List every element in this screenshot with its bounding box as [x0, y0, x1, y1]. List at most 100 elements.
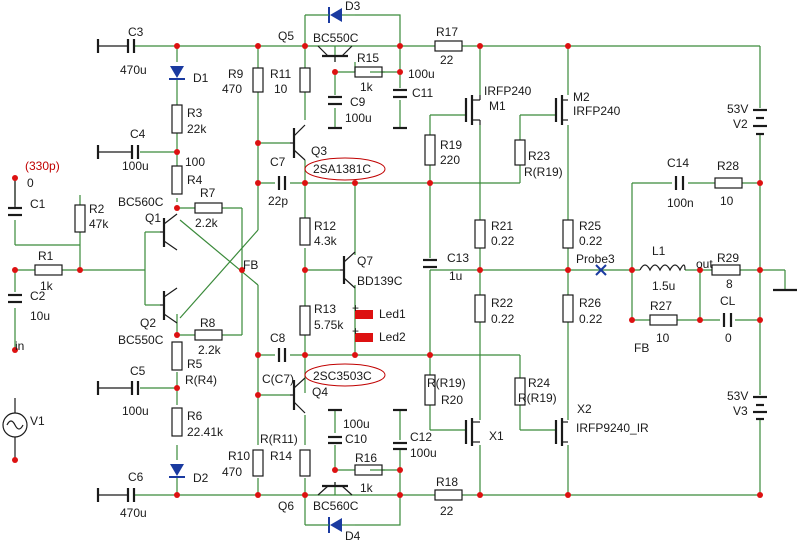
components: + +: [2, 7, 797, 533]
resistor-r7: [194, 202, 223, 214]
transistor-q4: [290, 377, 306, 414]
label-r2: R2: [89, 202, 105, 216]
label-cl-value: 0: [725, 331, 732, 345]
label-r2-value: 47k: [89, 217, 109, 231]
label-r14: R14: [270, 449, 292, 463]
label-r13: R13: [314, 302, 336, 316]
transistor-q1: [160, 213, 178, 251]
resistor-r22: [474, 294, 486, 323]
label-q2-type: BC550C: [118, 333, 164, 347]
capacitor-c10: [328, 408, 342, 445]
label-r12-value: 4.3k: [314, 234, 338, 248]
label-r24: R24: [528, 376, 550, 390]
label-r13-value: 5.75k: [314, 318, 344, 332]
label-c2: C2: [30, 289, 46, 303]
mosfet-x1: [464, 418, 480, 446]
capacitor-c13: [423, 258, 437, 269]
battery-v3: [753, 395, 767, 421]
label-q3: Q3: [311, 144, 327, 158]
resistor-r21: [474, 219, 486, 249]
mosfet-x2: [554, 418, 568, 446]
junction-dots: [12, 43, 763, 498]
label-r15: R15: [357, 51, 379, 65]
label-r23: R23: [528, 149, 550, 163]
resistor-r16: [354, 464, 383, 476]
label-led1: Led1: [379, 307, 406, 321]
label-c1-zero: 0: [27, 176, 34, 190]
label-r15-value: 1k: [360, 80, 374, 94]
battery-v2: [753, 108, 767, 136]
label-r21-value: 0.22: [491, 234, 515, 248]
label-v3-value: 53V: [727, 389, 748, 403]
wires: [14, 14, 786, 526]
label-r18-value: 22: [440, 504, 454, 518]
label-c2-value: 10u: [30, 309, 50, 323]
label-q5: Q5: [278, 29, 294, 43]
label-fb-bottom: FB: [634, 341, 649, 355]
label-r5-value: R(R4): [185, 373, 217, 387]
label-led2: Led2: [379, 330, 406, 344]
led-2: +: [352, 324, 373, 342]
label-c8-value: C(C7): [262, 372, 294, 386]
label-c12-value: 100u: [410, 446, 437, 460]
label-probe3: Probe3: [576, 252, 615, 266]
label-d2: D2: [193, 471, 209, 485]
label-v2: V2: [733, 117, 748, 131]
capacitor-c9: [328, 95, 342, 130]
svg-text:+: +: [352, 324, 359, 338]
mosfet-m2: [554, 95, 568, 125]
label-c5-value: 100u: [122, 404, 149, 418]
transistor-q6: [317, 482, 353, 496]
label-m1-type: IRFP240: [484, 84, 532, 98]
resistor-r18: [434, 489, 463, 501]
resistor-r14: [299, 449, 311, 477]
label-r16: R16: [355, 451, 377, 465]
label-l1-value: 1.5u: [652, 279, 675, 293]
label-r4-value: 100: [185, 155, 205, 169]
label-r24-value: R(R19): [518, 391, 557, 405]
label-c13-value: 1u: [449, 269, 462, 283]
label-out: out: [696, 257, 713, 271]
label-q1: Q1: [145, 211, 161, 225]
label-r27-value: 10: [656, 331, 670, 345]
label-r26: R26: [579, 296, 601, 310]
label-r29-value: 8: [726, 277, 733, 291]
resistor-r6: [171, 407, 183, 437]
label-c5: C5: [130, 364, 146, 378]
label-x2: X2: [577, 402, 592, 416]
label-m2-type: IRFP240: [573, 104, 621, 118]
transistor-q3: [290, 124, 306, 161]
label-c10: C10: [345, 432, 367, 446]
label-r23-value: R(R19): [524, 165, 563, 179]
resistor-r26: [562, 294, 574, 323]
resistor-r17: [434, 40, 463, 52]
label-r7: R7: [200, 186, 216, 200]
label-r16-value: 1k: [360, 481, 374, 495]
label-c11: C11: [412, 86, 433, 100]
label-r21: R21: [491, 219, 513, 233]
label-v3: V3: [733, 404, 748, 418]
highlight-q4: [304, 363, 386, 387]
resistor-r27: [649, 314, 678, 326]
capacitor-c2: [8, 293, 22, 304]
label-r22: R22: [491, 296, 513, 310]
label-c3-value: 470u: [120, 63, 147, 77]
label-q7: Q7: [357, 254, 373, 268]
label-q4: Q4: [312, 385, 328, 399]
capacitor-c11: [393, 88, 407, 130]
capacitor-c8: [277, 348, 287, 362]
resistor-r11: [299, 67, 311, 93]
label-c6: C6: [128, 470, 144, 484]
label-r11-value: 10: [274, 82, 288, 96]
resistor-r23: [514, 139, 526, 166]
label-r27: R27: [650, 299, 672, 313]
diode-d4: [305, 517, 355, 533]
inductor-l1: [639, 264, 686, 272]
transistor-q2: [160, 287, 178, 324]
diode-d1: [169, 66, 185, 80]
label-r19: R19: [440, 138, 462, 152]
label-r9: R9: [228, 67, 244, 81]
resistor-r28: [714, 177, 743, 189]
resistor-r20: [424, 374, 436, 406]
